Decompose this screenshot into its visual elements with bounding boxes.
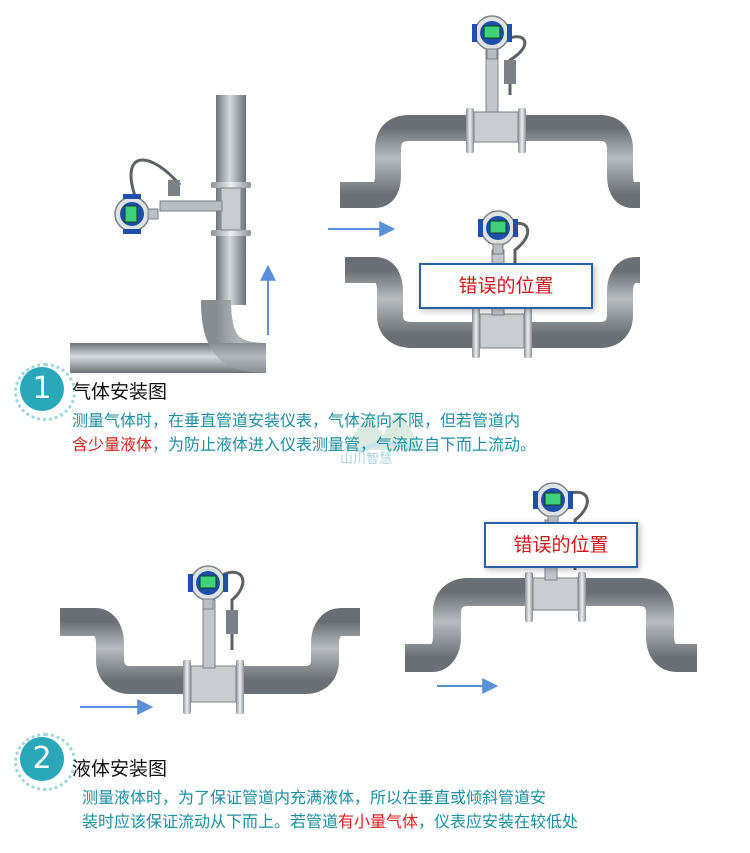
section1-line1: 测量气体时，在垂直管道安装仪表，气体流向不限，但若管道内 xyxy=(72,411,521,430)
section2-number-badge: 2 xyxy=(14,733,76,791)
section2-highlight: 有小量气体 xyxy=(338,812,419,831)
section2-line1: 测量液体时，为了保证管道内充满液体，所以在垂直或倾斜管道安 xyxy=(82,788,547,807)
section2-line2: 装时应该保证流动从下而上。若管道有小量气体，仪表应安装在较低处 xyxy=(82,811,578,833)
error-position-label-bottom: 错误的位置 xyxy=(484,522,638,568)
section1-line2-rest: ，为防止液体进入仪表测量管，气流应自下而上流动。 xyxy=(152,435,537,454)
watermark-text: 山川智慧 xyxy=(340,452,393,467)
liquid-pipe-left xyxy=(60,565,360,714)
section1-highlight: 含少量液体 xyxy=(72,435,153,454)
gas-vertical-pipe xyxy=(70,95,267,373)
gas-pipe-lower-right xyxy=(345,210,649,358)
section1-title: 气体安装图 xyxy=(72,381,168,403)
section2-title: 液体安装图 xyxy=(72,758,168,780)
section2-line2-start: 装时应该保证流动从下而上。若管道 xyxy=(82,812,339,831)
section1-number-badge: 1 xyxy=(14,363,76,421)
gas-pipe-upper-right xyxy=(340,15,646,208)
section2-line2-rest: ，仪表应安装在较低处 xyxy=(418,812,579,831)
section1-line2: 含少量液体，为防止液体进入仪表测量管，气流应自下而上流动。 xyxy=(72,434,536,456)
liquid-pipe-right xyxy=(405,482,697,672)
error-position-label-top: 错误的位置 xyxy=(419,263,593,309)
watermark-logo xyxy=(343,410,423,455)
